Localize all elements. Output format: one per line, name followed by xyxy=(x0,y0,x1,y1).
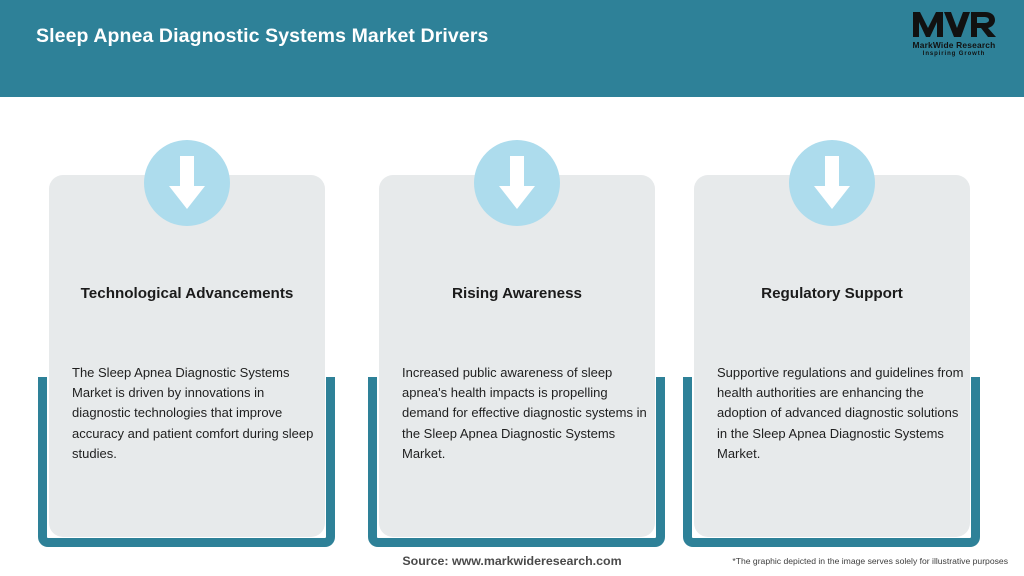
driver-column-3: Regulatory Support Supportive regulation… xyxy=(675,140,990,550)
driver-title-2: Rising Awareness xyxy=(452,285,582,302)
bracket-shape-3 xyxy=(683,377,980,547)
driver-card-1[interactable]: Technological Advancements The Sleep Apn… xyxy=(49,175,325,537)
arrow-down-icon-1 xyxy=(144,140,230,226)
arrow-down-glyph xyxy=(499,156,535,209)
driver-body-2: Increased public awareness of sleep apne… xyxy=(402,365,647,461)
driver-body-1: The Sleep Apnea Diagnostic Systems Marke… xyxy=(72,365,314,461)
arrow-down-icon-2 xyxy=(474,140,560,226)
header-bar: Sleep Apnea Diagnostic Systems Market Dr… xyxy=(0,0,1024,97)
driver-title-1: Technological Advancements xyxy=(80,285,294,302)
driver-column-2: Rising Awareness Increased public awaren… xyxy=(360,140,675,550)
mwr-logo-icon xyxy=(913,12,996,37)
bracket-shape-2 xyxy=(368,377,665,547)
arrow-down-glyph xyxy=(169,156,205,209)
driver-title-3: Regulatory Support xyxy=(761,285,903,302)
driver-card-3[interactable]: Regulatory Support Supportive regulation… xyxy=(694,175,970,537)
logo-tagline: Inspiring Growth xyxy=(922,51,986,57)
footer-source-text: Source: www.markwideresearch.com xyxy=(402,554,622,568)
bracket-shape-1 xyxy=(38,377,335,547)
driver-body-3: Supportive regulations and guidelines fr… xyxy=(717,365,964,461)
logo-company-name: MarkWide Research xyxy=(912,40,996,50)
arrow-down-glyph xyxy=(814,156,850,209)
footer-disclaimer-text: *The graphic depicted in the image serve… xyxy=(732,556,1008,566)
driver-column-1: Technological Advancements The Sleep Apn… xyxy=(30,140,345,550)
page-title: Sleep Apnea Diagnostic Systems Market Dr… xyxy=(36,25,489,47)
arrow-down-icon-3 xyxy=(789,140,875,226)
brand-logo: MarkWide Research Inspiring Growth xyxy=(902,9,1006,63)
driver-card-2[interactable]: Rising Awareness Increased public awaren… xyxy=(379,175,655,537)
